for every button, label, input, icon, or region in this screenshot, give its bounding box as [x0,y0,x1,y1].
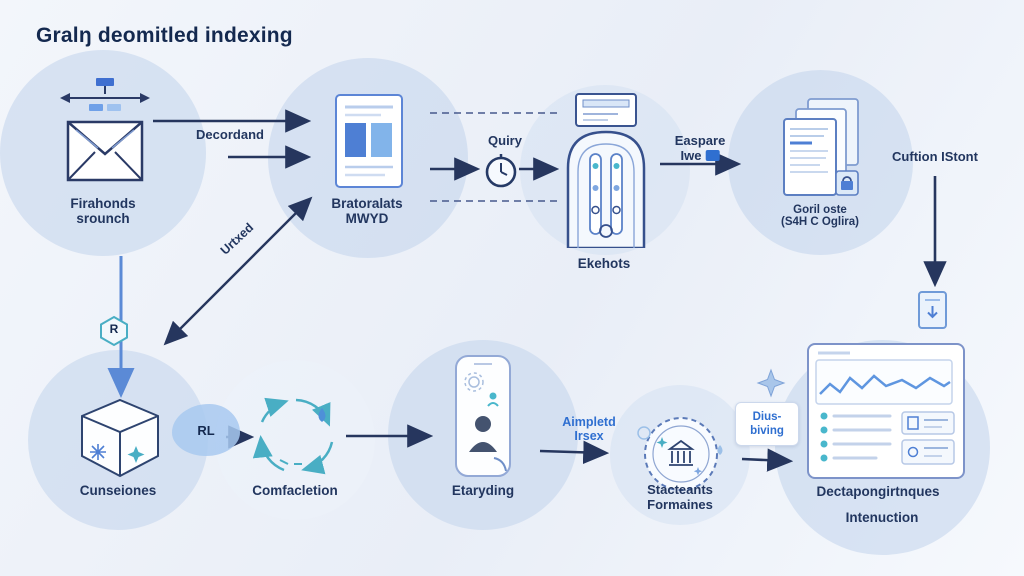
rl-blob: RL [172,404,240,456]
cuftion-label: Cuftion IStont [892,149,978,164]
dius-card: Dius- biving [735,402,799,446]
dashboard-icon [807,343,965,479]
arrow-urtxed-diagonal [163,196,313,346]
comfacletion-label: Comfacletion [252,483,338,498]
stacteants-label-line1: Stacteants [647,482,713,497]
stacteants-label: Stacteants Formaines [647,482,713,512]
easpare-label-line1: Easpare [674,133,726,148]
rl-label: RL [197,422,215,438]
source-label: Firahonds srounch [70,196,135,226]
ekehots-label: Ekehots [577,256,631,271]
decordand-label: Decordand [196,127,264,142]
hexagon-icon [100,315,128,347]
cunseiones-label: Cunseiones [79,483,157,498]
compass-envelope-icon [60,78,150,182]
dashboard-label-line1: Dectapongirtnques [816,484,940,499]
sparkle-icon [756,368,786,398]
aimpletd-label-line2: Irsex [574,429,604,443]
documents-label: Bratoralats MWYD [331,196,402,226]
download-doc-icon [918,291,947,329]
dius-label-line2: biving [750,425,784,437]
aimpletd-label-line1: Aimpletd [562,415,616,429]
aimpletd-label: Aimpletd Irsex [562,415,615,443]
page-title: Gralŋ deomitled indexing [36,24,293,47]
goril-label: Goril oste (S4H C Oglira) [781,204,859,228]
cube-icon [81,398,159,478]
goril-label-line1: Goril oste [793,204,847,216]
etaryding-label: Etaryding [451,483,515,498]
seal-icon [637,417,723,491]
dius-label-line1: Dius- [752,410,782,423]
easpare-label-line2: Iwe [675,148,726,163]
source-label-line2: srounch [76,211,130,226]
dashboard-label-line2: Intenuction [845,510,919,525]
source-label-line1: Firahonds [70,196,136,211]
arrow-stacteants-dashboard [741,448,794,472]
arrow-phone-stacteants [539,440,610,465]
easpare-chip-icon [705,150,720,161]
cycle-icon [252,397,334,475]
clock-icon [485,154,517,188]
documents-label-line2: MWYD [345,211,389,226]
r-hexagon-badge: R [98,315,130,347]
server-icon [566,93,646,248]
document-stack-icon [783,98,859,196]
easpare-label: Easpare Iwe [675,133,726,163]
phone-person-icon [455,355,511,477]
document-icon [335,94,403,188]
documents-label-line1: Bratoralats [331,196,403,211]
goril-label-line2: (S4H C Oglira) [781,216,859,228]
stacteants-label-line2: Formaines [647,497,713,512]
r-badge-label: R [109,322,119,336]
quiry-label: Quiry [488,133,522,148]
